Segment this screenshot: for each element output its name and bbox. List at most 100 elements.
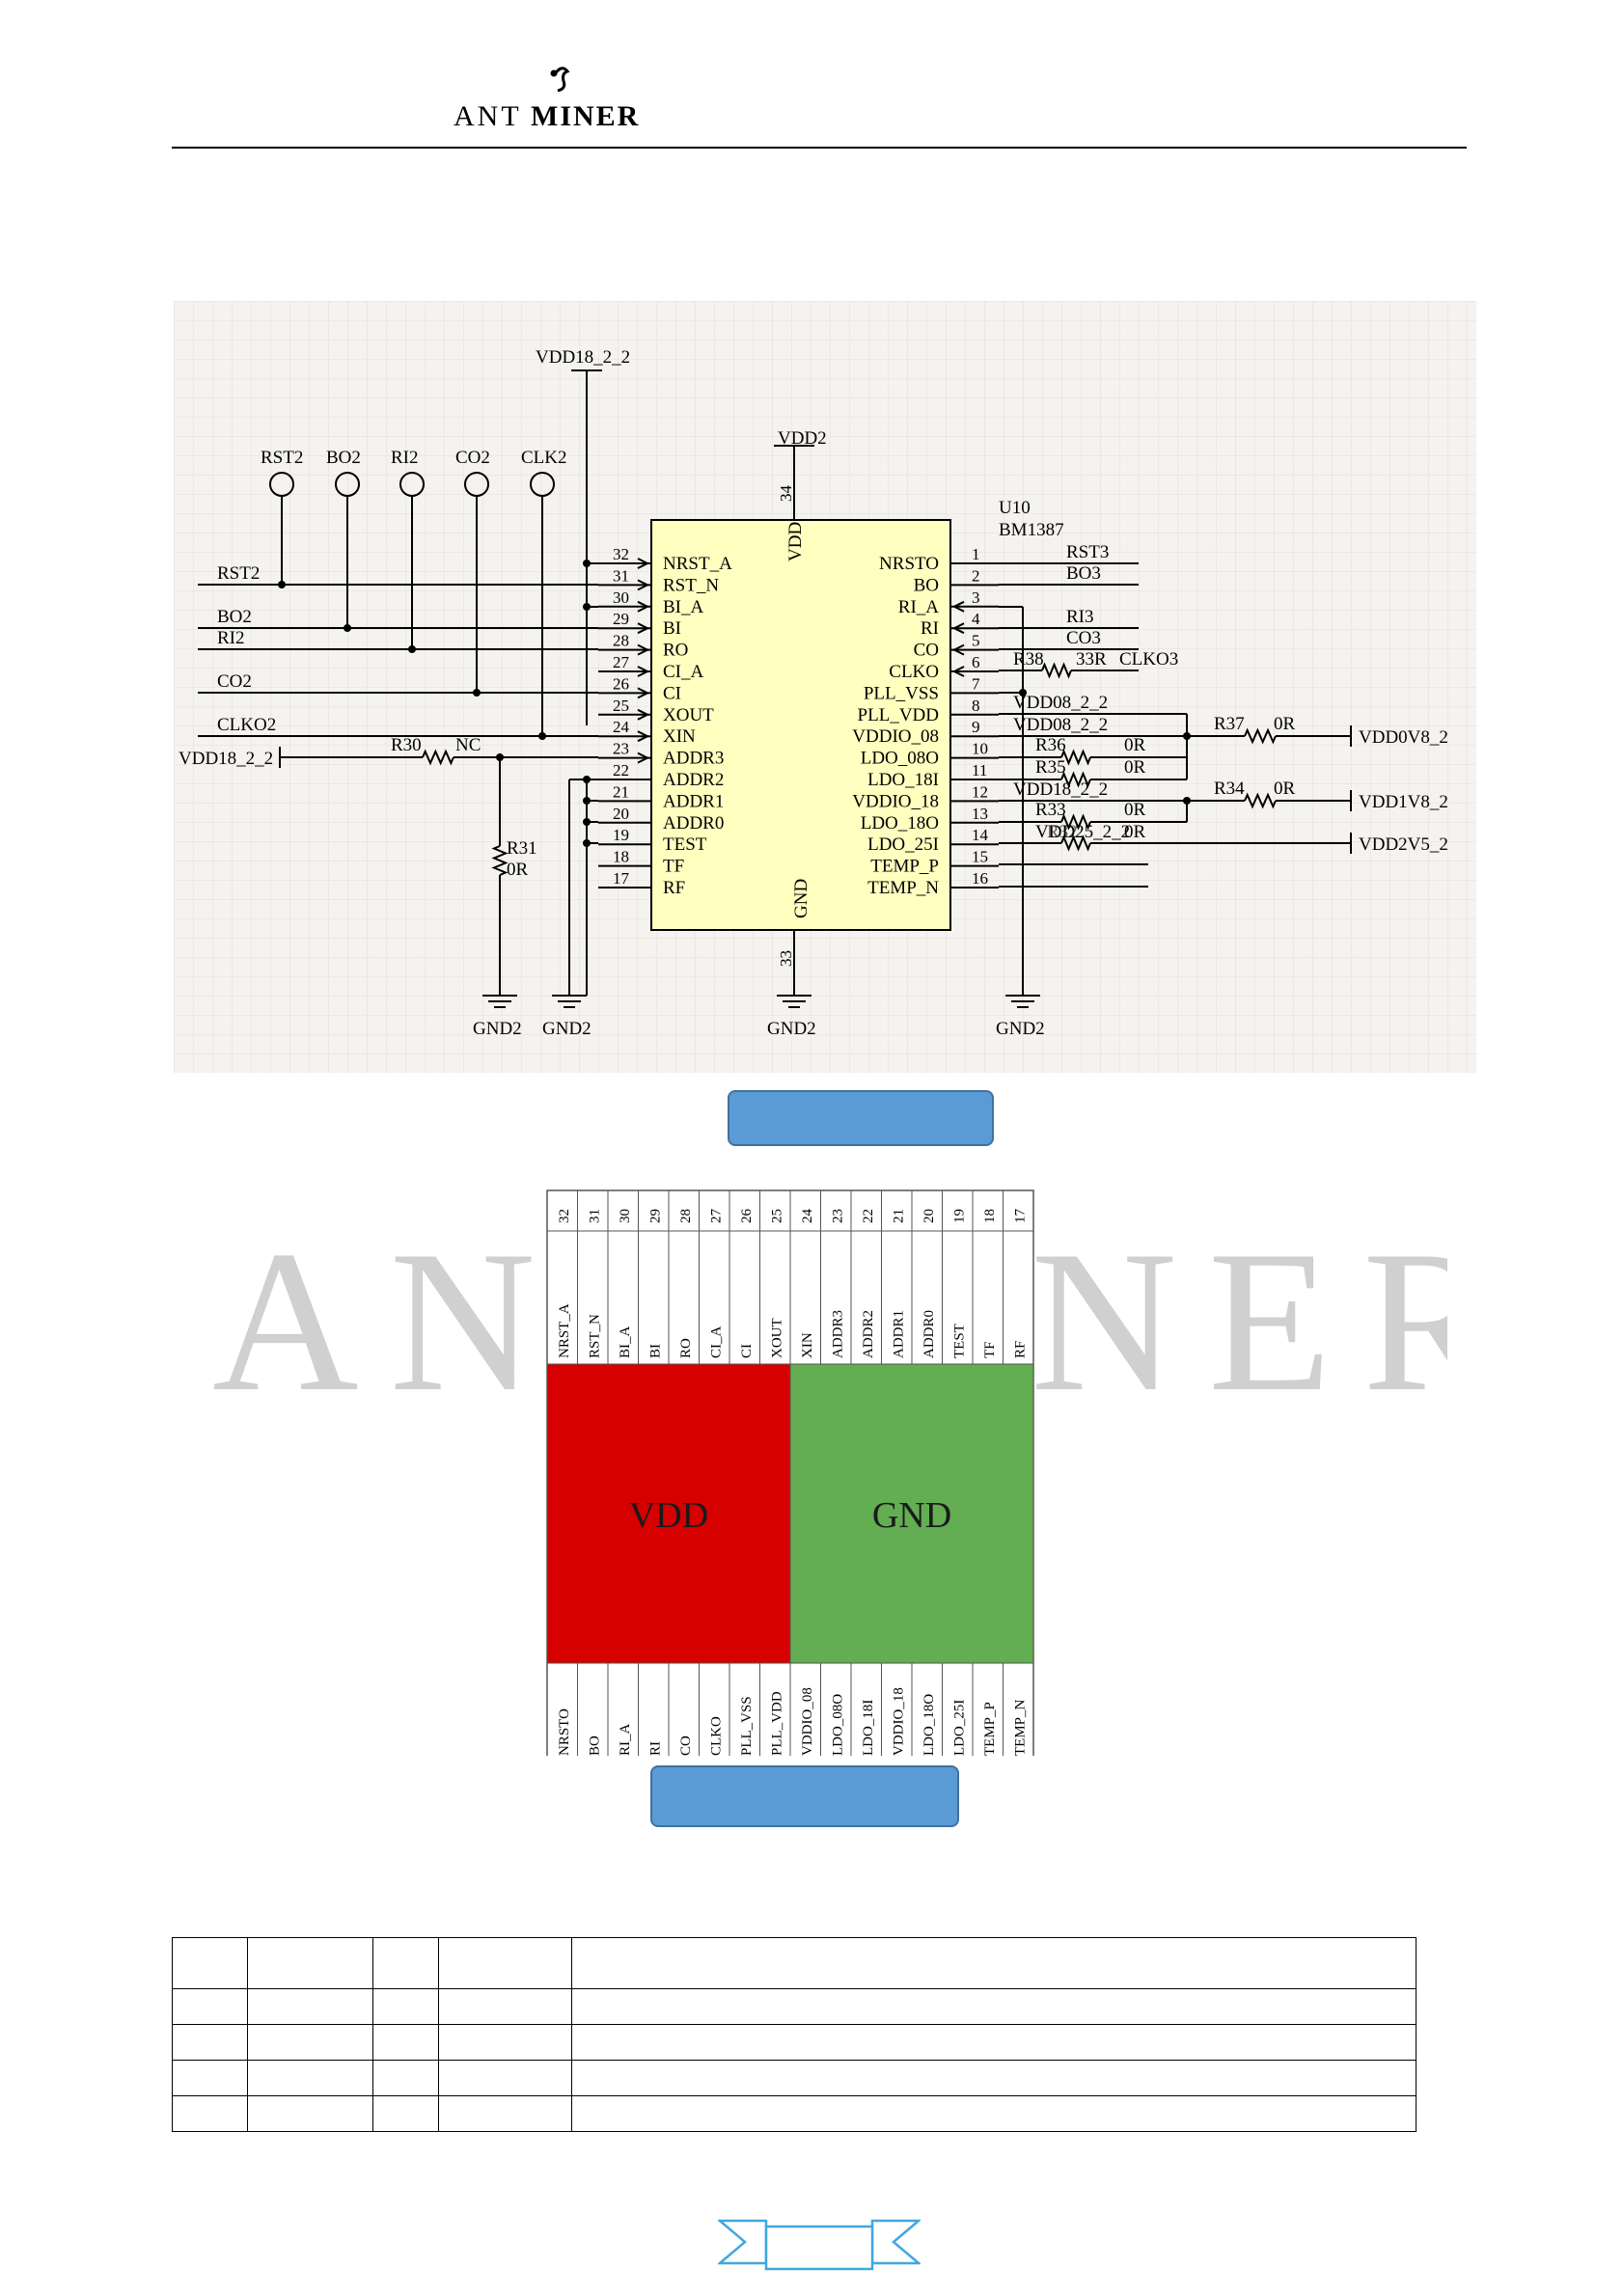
- table-cell: [247, 2024, 373, 2061]
- resistor-value: 0R: [1274, 714, 1296, 734]
- page-number-ribbon-icon: [718, 2219, 921, 2271]
- pin-name: LDO_25I: [951, 1700, 967, 1756]
- pin-name: RST_N: [663, 575, 719, 595]
- table-cell: [172, 1937, 248, 1989]
- input-arrow: [951, 666, 965, 677]
- input-arrow: [637, 579, 650, 591]
- resistor-r31: [491, 845, 509, 876]
- pin-name: BI: [663, 618, 681, 639]
- table-cell: [172, 2095, 248, 2132]
- pin-name: TEMP_N: [867, 878, 939, 898]
- input-arrow: [951, 600, 965, 613]
- pin-number: 24: [800, 1209, 815, 1224]
- pin-name: ADDR0: [922, 1310, 937, 1358]
- input-arrow: [637, 666, 650, 677]
- pinout-diagram: VDDGND32NRST_ANRSTO131RST_NBO230BI_ARI_A…: [546, 1189, 1034, 1757]
- junction-dot: [583, 797, 591, 805]
- vdd-region-label: VDD: [629, 1495, 708, 1536]
- pin-number: 10: [972, 740, 988, 758]
- table-cell: [438, 2095, 572, 2132]
- logo-text-bold: MINER: [531, 100, 640, 132]
- pin-name: ADDR1: [663, 791, 724, 811]
- resistor-r33: [1060, 813, 1091, 831]
- pin-number: 19: [951, 1209, 967, 1223]
- pin-number: 5: [972, 632, 980, 650]
- pin-number: 21: [891, 1209, 906, 1223]
- pin-name: RO: [678, 1338, 694, 1358]
- left-net-label: CO2: [217, 671, 252, 692]
- input-arrow: [637, 730, 650, 743]
- junction-dot: [583, 818, 591, 826]
- right-net-label: VDD08_2_2: [1013, 715, 1108, 735]
- pin-number: 29: [647, 1209, 663, 1223]
- ground-label: GND2: [473, 1019, 522, 1039]
- pin-name: XOUT: [769, 1318, 784, 1358]
- table-cell: [571, 1988, 1417, 2025]
- pin-name: NRSTO: [557, 1708, 572, 1756]
- pin-name: RST_N: [587, 1314, 602, 1358]
- chip-body: [650, 519, 951, 931]
- pin-name: RI: [921, 618, 939, 639]
- resistor-r30: [422, 749, 454, 766]
- vdd18-net-label: VDD18_2_2: [536, 347, 630, 368]
- pin-name: RI: [647, 1741, 663, 1756]
- pin-number: 32: [613, 545, 629, 563]
- left-net-label: VDD18_2_2: [179, 749, 273, 769]
- pin-number: 24: [613, 718, 630, 736]
- pin-name: XIN: [800, 1332, 815, 1358]
- table-cell: [247, 1988, 373, 2025]
- pin-name: CLKO: [889, 662, 939, 682]
- pin-name: XIN: [663, 726, 696, 747]
- pin-name: LDO_18O: [922, 1694, 937, 1756]
- right-net-label: VDD18_2_2: [1013, 779, 1108, 800]
- table-cell: [571, 2095, 1417, 2132]
- test-point-label: CLK2: [521, 448, 567, 468]
- header-rule: [172, 147, 1467, 149]
- test-point-label: RI2: [391, 448, 419, 468]
- junction-dot: [278, 581, 286, 588]
- pin-number: 16: [972, 869, 988, 888]
- resistor-value: 0R: [1274, 779, 1296, 799]
- chip-part-number: BM1387: [999, 520, 1064, 540]
- pin-name: TEMP_P: [982, 1702, 998, 1756]
- pin-number: 7: [972, 674, 980, 693]
- pin-number: 8: [972, 697, 980, 715]
- pin-name: RI_A: [898, 597, 940, 617]
- pin-name: VDDIO_08: [852, 726, 939, 747]
- pin-name: PLL_VSS: [739, 1696, 755, 1756]
- table-cell: [571, 2024, 1417, 2061]
- input-arrow: [637, 600, 650, 613]
- pin-name: LDO_18I: [861, 1700, 876, 1756]
- pin-name: ADDR3: [830, 1310, 845, 1358]
- pin-number: 28: [613, 632, 629, 650]
- table-cell: [438, 2060, 572, 2096]
- pin-number: 4: [972, 610, 980, 628]
- table-row: [172, 1988, 1417, 2025]
- right-net-label: VDD25_2_2: [1035, 822, 1130, 842]
- pin-number: 6: [972, 653, 980, 671]
- pin-number: 20: [613, 805, 629, 823]
- table-cell: [372, 1937, 439, 1989]
- pin-name: RF: [1012, 1341, 1028, 1358]
- pin-name: CI: [663, 683, 681, 703]
- pin-number: 23: [830, 1209, 845, 1223]
- pin-number: 25: [769, 1209, 784, 1223]
- table-cell: [247, 1937, 373, 1989]
- resistor-ref: R35: [1035, 757, 1066, 778]
- pin-name: RI_A: [618, 1724, 633, 1757]
- resistor-ref: R30: [391, 735, 422, 755]
- pin-name: PLL_VDD: [858, 705, 939, 725]
- input-arrow: [637, 622, 650, 635]
- pin-name: TEMP_N: [1012, 1699, 1028, 1756]
- ground-label: GND2: [996, 1019, 1045, 1039]
- resistor-r32: [1060, 834, 1091, 852]
- pin-number: 15: [972, 848, 988, 866]
- resistor-value: 0R: [1124, 800, 1146, 820]
- table-row: [172, 2024, 1417, 2061]
- pin-number: 30: [618, 1209, 633, 1223]
- junction-dot: [583, 560, 591, 567]
- junction-dot: [408, 645, 416, 653]
- table-row: [172, 2095, 1417, 2132]
- right-net-label: BO3: [1066, 563, 1101, 584]
- pin-number: 30: [613, 588, 629, 607]
